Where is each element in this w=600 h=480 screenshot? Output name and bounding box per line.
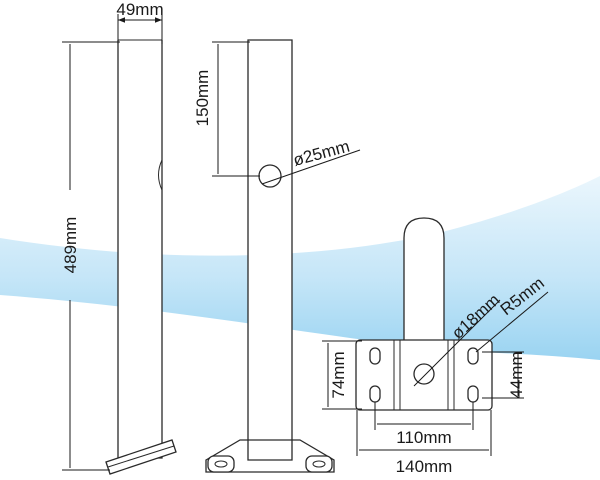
dim-hole-offset: 150mm: [193, 41, 260, 177]
pole-side-body: [117, 40, 163, 459]
dim-bracket-width: 140mm: [356, 410, 492, 476]
base-tab-left: [207, 455, 235, 473]
label-slot-spacing-v: 44mm: [507, 351, 526, 398]
label-bracket-width: 140mm: [396, 457, 453, 476]
base-slot-left: [214, 460, 228, 468]
background-wave-band: [0, 176, 600, 360]
bracket-upright: [403, 217, 445, 345]
pole-side-notch: [158, 159, 163, 191]
label-slot-spacing-h: 110mm: [396, 428, 451, 447]
pole-side-view: [105, 39, 177, 475]
slot-top-left: [369, 347, 381, 365]
label-pole-height: 489mm: [61, 217, 80, 274]
label-hole-offset: 150mm: [193, 70, 212, 127]
dim-pole-width: 49mm: [116, 0, 164, 44]
dim-pole-height: 489mm: [61, 41, 120, 471]
base-tab-right: [305, 455, 333, 473]
base-slot-right: [312, 460, 326, 468]
slot-bottom-right: [467, 385, 479, 403]
slot-top-right: [467, 347, 479, 365]
dim-slot-spacing-v: 44mm: [482, 351, 526, 399]
label-bracket-height: 74mm: [329, 351, 348, 398]
pole-front-base: [205, 439, 335, 473]
pole-front-body: [247, 39, 293, 441]
pole-side-foot-edge: [107, 445, 175, 468]
bracket-center-hole: [413, 363, 435, 385]
dim-slot-spacing-h: 110mm: [374, 402, 474, 447]
slot-bottom-left: [369, 385, 381, 403]
pole-front-view: [205, 39, 335, 473]
label-hole-diameter: ø25mm: [291, 137, 352, 170]
bracket-view: [355, 217, 493, 411]
dim-bracket-height: 74mm: [322, 340, 362, 410]
label-pole-width: 49mm: [116, 0, 163, 19]
